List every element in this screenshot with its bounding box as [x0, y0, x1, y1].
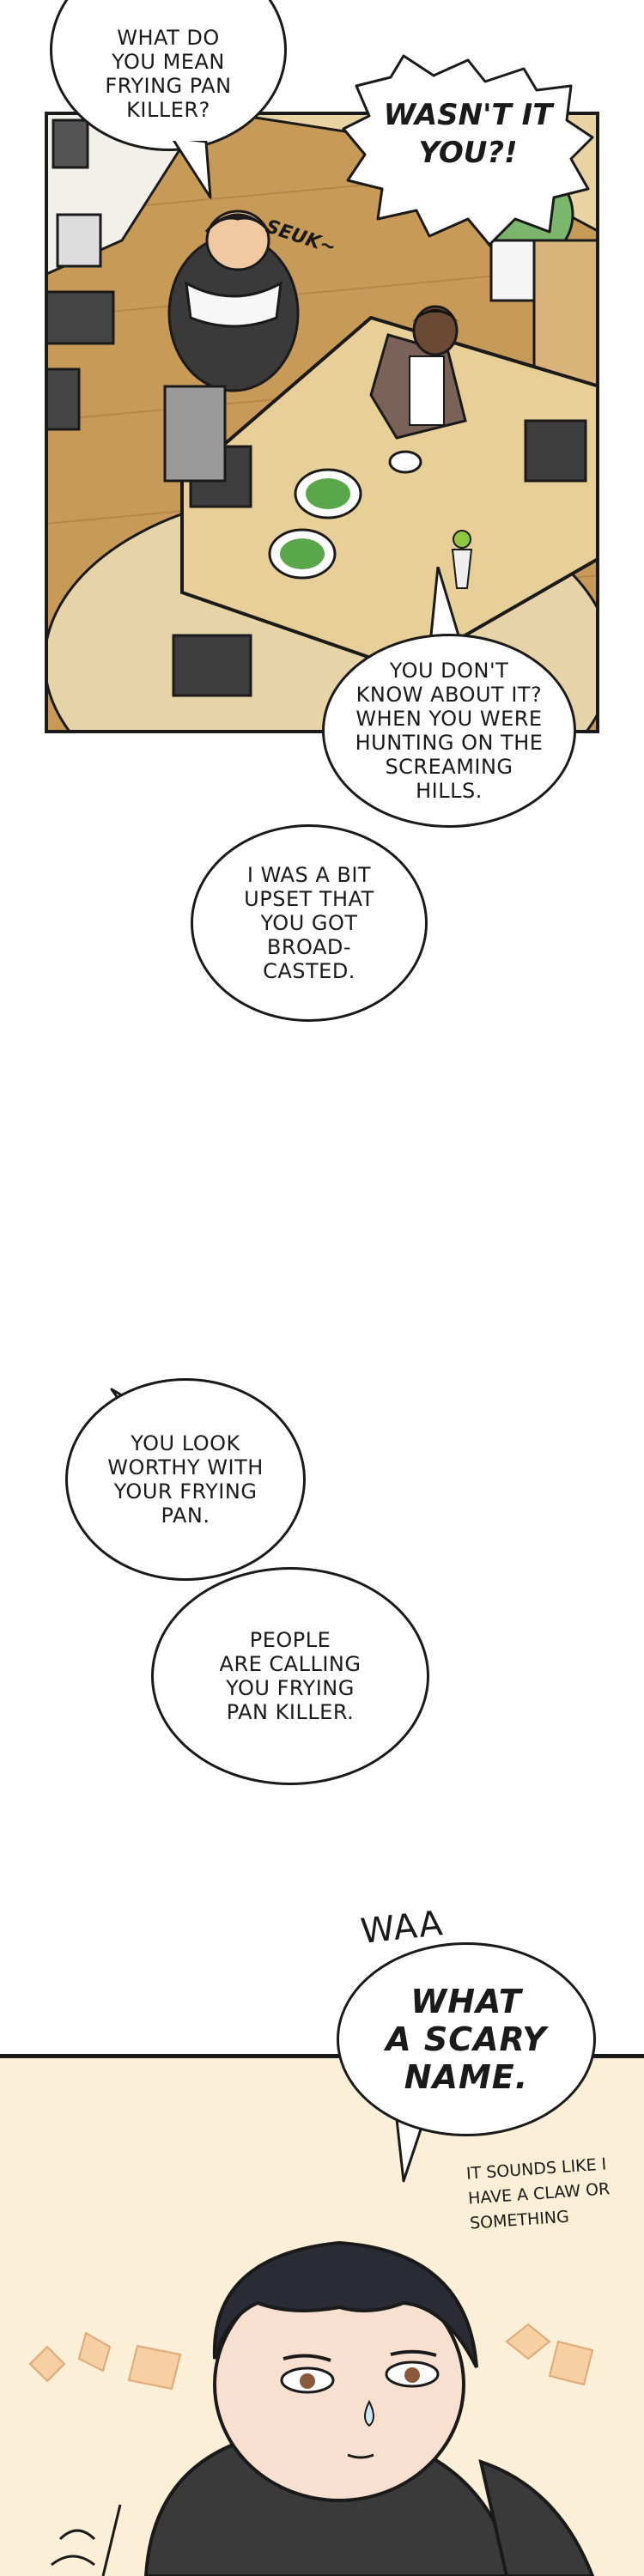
sfx-waa: WAA — [358, 1904, 446, 1952]
speech-bubble-what-a-scary-name: WHAT A SCARY NAME. — [337, 1942, 596, 2136]
bubble-text: I WAS A BIT UPSET THAT YOU GOT BROAD- CA… — [244, 863, 374, 983]
bubble-tail — [170, 137, 212, 199]
bubble-text: WHAT A SCARY NAME. — [386, 1983, 547, 2096]
aside-handwritten-text: IT SOUNDS LIKE I HAVE A CLAW OR SOMETHIN… — [465, 2154, 611, 2233]
bubble-text: WHAT DO YOU MEAN FRYING PAN KILLER? — [105, 26, 232, 122]
closeup-character-illustration — [28, 2240, 595, 2576]
speech-bubble-upset-broadcasted: I WAS A BIT UPSET THAT YOU GOT BROAD- CA… — [191, 824, 428, 1022]
panel-divider-line — [0, 2054, 644, 2058]
speech-bubble-people-calling: PEOPLE ARE CALLING YOU FRYING PAN KILLER… — [151, 1567, 429, 1785]
bubble-text: YOU LOOK WORTHY WITH YOUR FRYING PAN. — [107, 1431, 264, 1528]
speech-bubble-you-look-worthy: YOU LOOK WORTHY WITH YOUR FRYING PAN. — [65, 1378, 306, 1581]
bubble-text: PEOPLE ARE CALLING YOU FRYING PAN KILLER… — [219, 1628, 361, 1724]
speech-bubble-you-dont-know: YOU DON'T KNOW ABOUT IT? WHEN YOU WERE H… — [322, 634, 576, 828]
shout-text-wasnt-it-you: WASN'T IT YOU?! — [383, 98, 553, 170]
bubble-text: YOU DON'T KNOW ABOUT IT? WHEN YOU WERE H… — [355, 659, 544, 803]
shout-bubble-wasnt-it-you — [342, 54, 594, 246]
